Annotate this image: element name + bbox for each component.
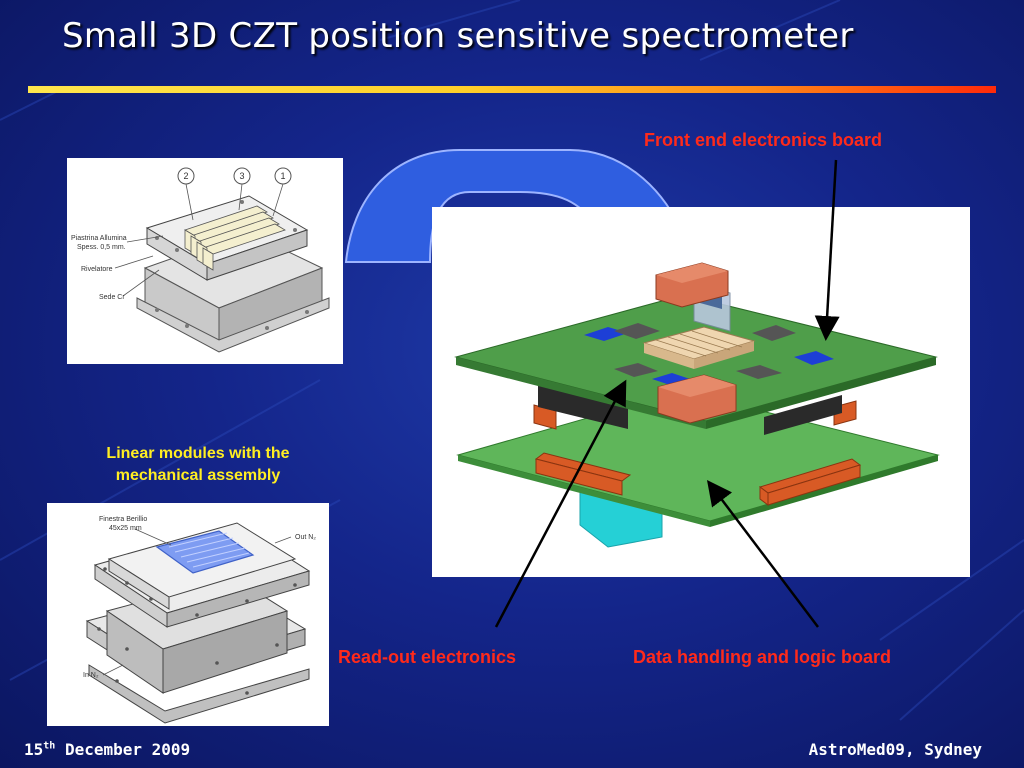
board-chips: [584, 323, 834, 385]
electronics-stack-render: [432, 207, 970, 577]
label-rivelatore: Rivelatore: [81, 266, 113, 273]
arrow-front-end: [814, 159, 840, 341]
callout-data-handling-board: Data handling and logic board: [633, 647, 892, 667]
callout-readout-electronics: Read-out electronics: [338, 647, 517, 667]
slide-title: Small 3D CZT position sensitive spectrom…: [62, 16, 854, 56]
balloon-2-text: 2: [183, 171, 188, 181]
balloon-1-text: 1: [280, 171, 285, 181]
label-in-n2: In N₂: [83, 672, 99, 679]
arrow-readout: [494, 379, 627, 628]
label-sede: Sede Cr: [99, 294, 125, 301]
orange-blocks: [655, 262, 737, 424]
label-finestra: Finestra Berillio: [99, 516, 147, 523]
footer-date-day: 15: [24, 740, 44, 759]
balloon-3-text: 3: [239, 171, 244, 181]
footer-date-rest: December 2009: [55, 740, 191, 759]
footer-date-suffix: th: [43, 740, 56, 752]
title-underline-bar: [28, 86, 996, 93]
callout-front-end-board: Front end electronics board: [644, 130, 883, 150]
footer-conference: AstroMed09, Sydney: [808, 740, 982, 759]
label-spessore: Spess. 0,5 mm.: [77, 244, 126, 251]
linear-modules-drawing: 2 3 1 Piastrina Allumina Spess. 0,5 mm. …: [67, 158, 343, 364]
mechanical-assembly-drawing: Finestra Berillio 45x25 mm Out N₂ In N₂: [47, 503, 329, 726]
arrow-data-handling: [706, 480, 819, 628]
footer-date: 15th December 2009: [24, 740, 190, 759]
label-piastrina: Piastrina Allumina: [71, 235, 127, 242]
linear-modules-caption: Linear modules with the mechanical assem…: [106, 445, 290, 484]
label-out-n2: Out N₂: [295, 534, 316, 541]
label-window-size: 45x25 mm: [109, 525, 142, 532]
